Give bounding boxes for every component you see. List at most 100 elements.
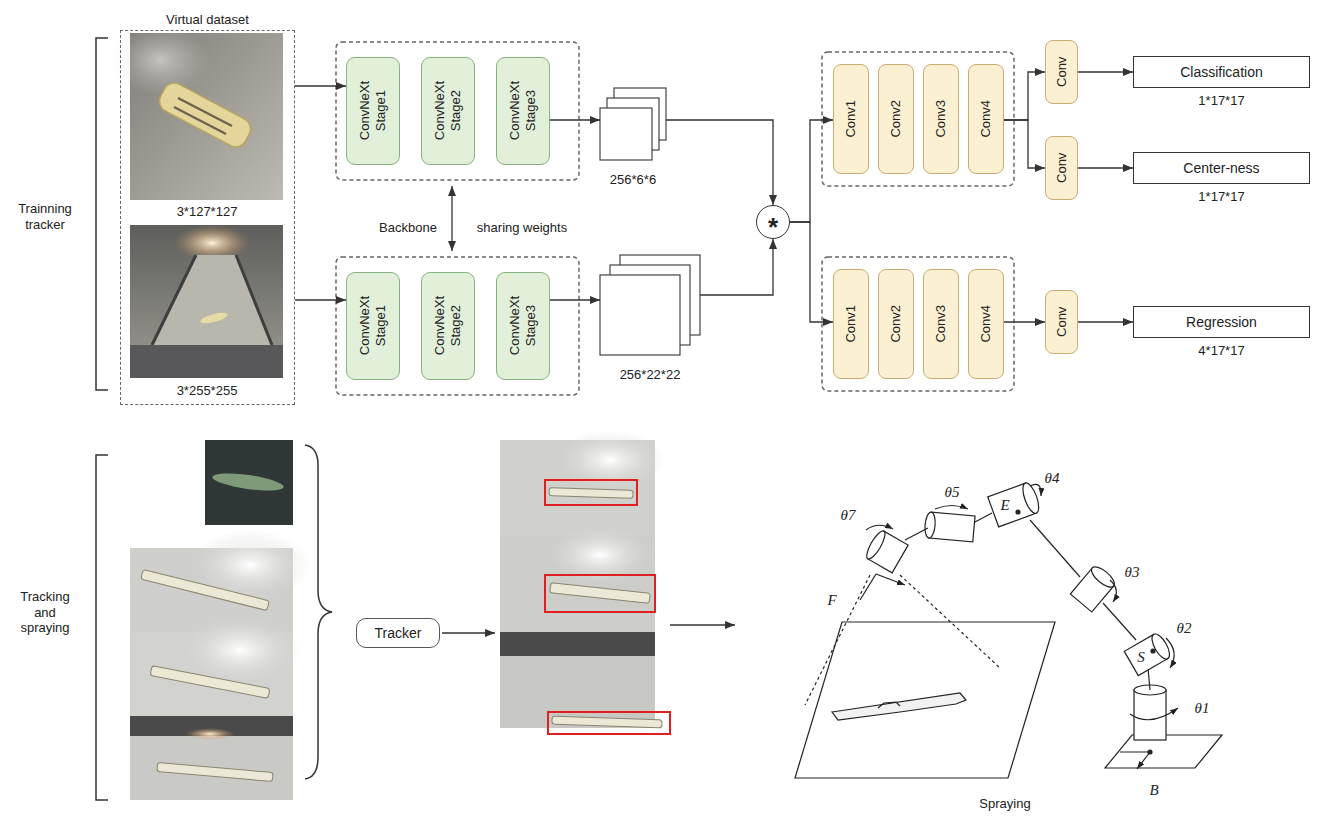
symbol-label: θ1 — [1195, 699, 1210, 717]
symbol-label: F — [827, 591, 836, 609]
workpiece-notch — [878, 702, 900, 708]
head-frame — [822, 257, 1014, 391]
joint-end — [1149, 631, 1173, 661]
image-band — [130, 345, 283, 378]
bounding-box — [548, 712, 670, 734]
workpiece — [549, 488, 633, 499]
base-axes — [1120, 752, 1150, 769]
node-label: ConvNeXt Stage2 — [432, 63, 463, 159]
bounding-box — [545, 480, 637, 505]
symbol-label: θ3 — [1125, 563, 1140, 581]
tool-axes — [860, 574, 905, 600]
node-label: ConvNeXt Stage3 — [507, 63, 538, 159]
workpiece — [832, 693, 966, 720]
output-box: Regression4*17*17 — [1133, 306, 1310, 338]
workpiece — [550, 583, 650, 603]
node-label: ConvNeXt Stage3 — [507, 278, 538, 374]
conv-layer: Conv2 — [878, 269, 914, 379]
backbone-stage: ConvNeXt Stage3 — [496, 57, 550, 165]
image-ground — [130, 716, 293, 800]
correlation-op: * — [756, 205, 790, 239]
section-bracket — [96, 38, 108, 390]
output-box: Center-ness1*17*17 — [1133, 152, 1310, 184]
connector — [550, 299, 600, 300]
text-label: Backbone — [379, 220, 437, 236]
connector — [666, 120, 773, 205]
connector — [550, 119, 600, 120]
workpiece — [199, 311, 228, 326]
node-caption: Virtual dataset — [166, 12, 249, 28]
node-caption: 256*6*6 — [610, 172, 656, 188]
robot-link — [1030, 520, 1080, 577]
image-glow — [110, 25, 210, 95]
text-label: 3*127*127 — [177, 204, 238, 220]
image-ground — [205, 440, 293, 525]
text-label: Trainning tracker — [12, 201, 78, 232]
conveyor-rail — [152, 255, 272, 345]
node-label: ConvNeXt Stage1 — [357, 278, 388, 374]
conv-layer: Conv — [1045, 136, 1078, 200]
shoulder-joint — [1124, 631, 1173, 675]
node-label: Regression — [1186, 314, 1257, 331]
node-label: Conv1 — [843, 70, 859, 168]
connector — [1078, 71, 1133, 72]
rotation-arrow — [1030, 484, 1041, 496]
workpiece — [552, 716, 662, 728]
tracker-box: Tracker — [356, 618, 440, 648]
conv-layer: Conv4 — [968, 64, 1004, 174]
lamp-light — [185, 728, 235, 740]
base-joint — [1134, 690, 1166, 740]
text-label: Spraying — [979, 796, 1030, 812]
rotation-arrow — [935, 506, 968, 510]
rotation-arrow — [1130, 708, 1178, 720]
symbol-label: θ4 — [1045, 469, 1060, 487]
conveyor — [152, 255, 272, 345]
spray-tool — [864, 529, 909, 573]
sharing-arrow — [451, 186, 452, 251]
conv-layer: Conv1 — [833, 269, 869, 379]
node-label: Conv4 — [978, 275, 994, 373]
connector — [295, 299, 346, 300]
conv-layer: Conv2 — [878, 64, 914, 174]
feature-map: 256*6*6 — [600, 88, 666, 160]
joint-point — [1151, 649, 1155, 653]
template-image — [110, 25, 283, 200]
joint-end — [1088, 563, 1117, 590]
flow-arrow — [670, 624, 735, 625]
work-plane — [795, 622, 1055, 778]
node-label: ConvNeXt Stage1 — [357, 63, 388, 159]
video-frames — [130, 530, 310, 800]
node-caption: 1*17*17 — [1198, 93, 1244, 109]
joint-end — [924, 512, 936, 539]
connector — [1078, 321, 1133, 322]
search-image — [130, 225, 283, 378]
node-label: Conv — [1054, 142, 1070, 194]
connector — [1078, 167, 1133, 168]
connector — [1004, 321, 1045, 322]
spray-cone — [805, 575, 1000, 705]
backbone-stage: ConvNeXt Stage1 — [346, 272, 400, 380]
tracking-results — [500, 430, 670, 734]
node-label: Conv2 — [888, 70, 904, 168]
workpiece — [156, 79, 255, 151]
arm-joint — [1070, 563, 1117, 612]
symbol-label: θ7 — [841, 506, 856, 524]
node-label: Conv — [1054, 296, 1070, 348]
node-label: * — [768, 214, 778, 240]
node-label: Conv3 — [933, 70, 949, 168]
image-ground — [130, 225, 283, 378]
node-label: Conv2 — [888, 275, 904, 373]
elbow-joint — [988, 481, 1042, 527]
node-caption: 4*17*17 — [1198, 343, 1244, 359]
rotation-arrow — [866, 525, 893, 530]
node-label: Conv — [1054, 46, 1070, 98]
workpiece — [157, 762, 273, 781]
connector — [790, 222, 833, 322]
backbone-frame — [336, 257, 579, 395]
node-label: Conv1 — [843, 275, 859, 373]
conv-layer: Conv4 — [968, 269, 1004, 379]
backbone-stage: ConvNeXt Stage3 — [496, 272, 550, 380]
connector — [700, 239, 773, 295]
spraying-robot — [795, 481, 1222, 778]
